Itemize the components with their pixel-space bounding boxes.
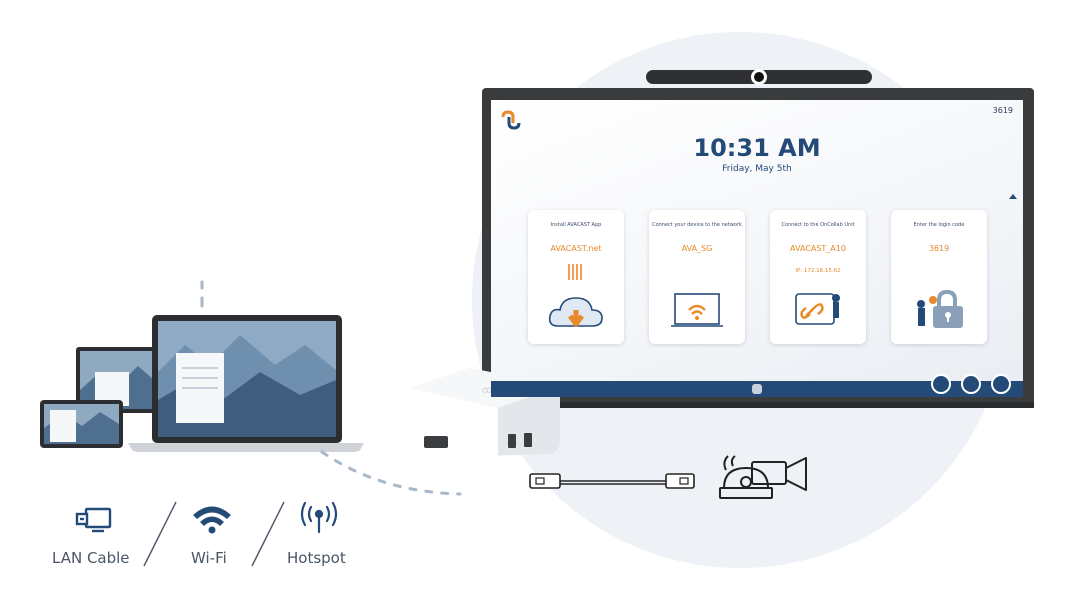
card-ip: IP: 172.16.15.62 [795, 268, 841, 274]
scroll-up-icon[interactable] [1009, 194, 1017, 199]
laptop-wifi-icon [671, 293, 723, 327]
card-value: AVA_SG [681, 244, 713, 253]
separator-1 [143, 501, 177, 567]
hotspot-icon [300, 501, 338, 534]
separator-2 [251, 501, 285, 567]
link-icon [795, 293, 840, 325]
wifi-label: Wi-Fi [191, 549, 227, 567]
card-title: Enter the login code [913, 222, 965, 228]
card-value: 3619 [928, 244, 950, 253]
clock-time: 10:31 AM [693, 134, 821, 162]
wifi-icon [193, 506, 231, 534]
card-install-app[interactable]: Install AVACAST App AVACAST.net [528, 210, 624, 344]
conference-camera-icon [719, 455, 807, 499]
card-value: AVACAST_A10 [790, 244, 846, 253]
settings-sliders-button[interactable] [991, 374, 1011, 394]
avacast-logo-icon [501, 110, 521, 130]
card-title: Install AVACAST App [550, 222, 602, 228]
svg-text:ꝏ: ꝏ [482, 385, 492, 396]
wireless-link [320, 450, 462, 496]
webcam-lens-inner [754, 72, 764, 82]
padlock-icon [917, 289, 963, 328]
card-login-code[interactable]: Enter the login code 3619 [891, 210, 987, 344]
card-connect-unit[interactable]: Connect to the OnCollab Unit AVACAST_A10… [770, 210, 866, 344]
card-value: AVACAST.net [550, 244, 602, 253]
lan-icon [75, 507, 112, 533]
lan-cable-label: LAN Cable [52, 549, 130, 567]
clock-date: Friday, May 5th [722, 164, 792, 174]
card-title: Connect your device to the network [652, 222, 742, 228]
screen-share-button[interactable] [931, 374, 951, 394]
download-cloud-icon [548, 297, 603, 327]
login-code-corner: 3619 [992, 106, 1013, 115]
annotate-button[interactable] [961, 374, 981, 394]
card-title: Connect to the OnCollab Unit [781, 222, 855, 228]
laptop-base [128, 443, 364, 452]
qr-code-icon [568, 264, 584, 280]
usb-plug-left [529, 473, 561, 489]
display-screen: 3619 10:31 AM Friday, May 5th Install AV… [491, 100, 1023, 397]
tv-bezel-shadow [482, 402, 1034, 408]
hotspot-label: Hotspot [287, 549, 346, 567]
home-icon[interactable] [752, 384, 762, 394]
bottom-taskbar [491, 381, 1023, 397]
card-network[interactable]: Connect your device to the network AVA_S… [649, 210, 745, 344]
